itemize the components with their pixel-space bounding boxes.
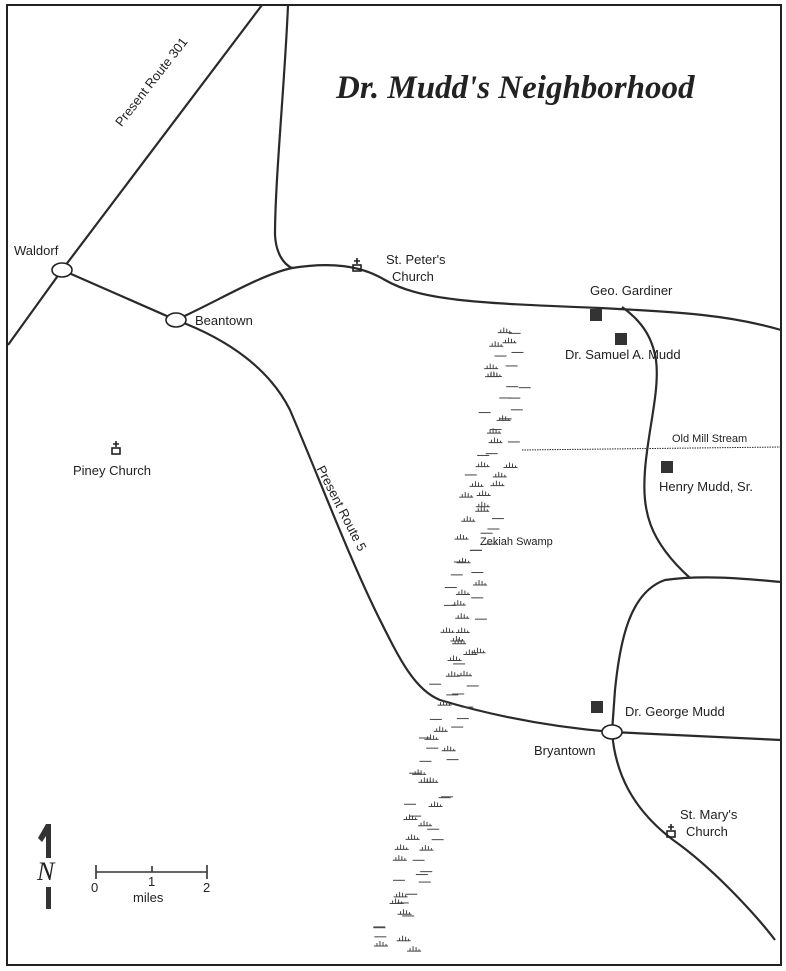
swamp-mark (489, 341, 504, 347)
swamp-mark (459, 492, 474, 498)
church-label-st-peters-2: Church (392, 269, 434, 284)
scale-tick-0: 0 (91, 880, 99, 895)
scale-bar (95, 865, 208, 879)
swamp-mark (403, 814, 418, 821)
map-border (6, 4, 782, 966)
church-label-st-marys-1: St. Mary's (680, 807, 738, 822)
swamp-mark (488, 437, 503, 444)
town-label-waldorf: Waldorf (14, 243, 59, 258)
church-icon (666, 824, 676, 838)
town-marker-beantown (165, 312, 187, 328)
swamp-mark (469, 481, 484, 487)
church-label-st-peters-1: St. Peter's (386, 252, 446, 267)
swamp-mark (455, 627, 470, 633)
mudd-road (621, 306, 691, 579)
swamp-mark (497, 327, 512, 334)
home-label-henry-mudd: Henry Mudd, Sr. (659, 479, 753, 494)
north-road (273, 4, 293, 270)
swamp-mark (441, 745, 456, 752)
swamp-mark (428, 801, 443, 808)
route-301 (7, 4, 263, 346)
swamp-mark (433, 726, 448, 732)
swamp-mark (473, 580, 488, 586)
swamp-mark (445, 671, 460, 677)
swamp-mark (502, 337, 517, 344)
st-marys-road (610, 731, 776, 941)
main-road (61, 264, 782, 332)
swamp-mark (455, 613, 470, 619)
swamp-mark (475, 501, 490, 508)
swamp-mark (394, 844, 409, 850)
swamp-mark (456, 557, 471, 564)
swamp-mark (475, 506, 490, 512)
swamp-mark (492, 471, 507, 478)
scale-unit: miles (133, 890, 164, 905)
church-icon (352, 258, 362, 272)
swamp-mark (424, 734, 439, 740)
swamp-mark (437, 700, 452, 706)
scale-tick-1: 1 (148, 874, 156, 889)
town-marker-waldorf (51, 262, 73, 278)
swamp-mark (487, 371, 502, 378)
swamp-mark (463, 649, 478, 655)
home-label-samuel-mudd: Dr. Samuel A. Mudd (565, 347, 681, 362)
swamp-mark (373, 941, 388, 947)
north-label: N (37, 857, 55, 886)
town-marker-bryantown (601, 724, 623, 740)
town-label-beantown: Beantown (195, 313, 253, 328)
home-label-gardiner: Geo. Gardiner (590, 283, 673, 298)
swamp-mark (450, 635, 465, 642)
old-mill-stream (521, 446, 782, 451)
town-label-bryantown: Bryantown (534, 743, 596, 758)
zekiah-swamp-marks (373, 327, 531, 952)
route-5 (175, 318, 782, 742)
church-label-piney: Piney Church (73, 463, 152, 478)
swamp-mark (405, 834, 420, 840)
home-marker-george-mudd (591, 701, 603, 713)
swamp-mark (407, 946, 422, 952)
home-marker-henry-mudd (661, 461, 673, 473)
map-title: Dr. Mudd's Neighborhood (336, 70, 695, 106)
swamp-mark (440, 627, 455, 633)
stream-label: Old Mill Stream (672, 433, 748, 445)
swamp-mark (487, 428, 502, 434)
swamp-mark (503, 462, 518, 469)
swamp-mark (454, 534, 469, 540)
swamp-mark (490, 480, 505, 487)
swamp-mark (496, 415, 511, 421)
church-icon (111, 441, 121, 455)
swamp-mark (396, 935, 411, 942)
home-marker-gardiner (590, 309, 602, 321)
swamp-mark (471, 647, 486, 654)
east-road (610, 576, 782, 733)
swamp-mark (455, 589, 470, 595)
swamp-mark (424, 777, 439, 783)
church-label-st-marys-2: Church (686, 824, 728, 839)
swamp-mark (458, 670, 473, 677)
swamp-label: Zekiah Swamp (480, 536, 553, 548)
swamp-mark (447, 655, 462, 661)
scale-tick-2: 2 (203, 880, 211, 895)
swamp-mark (476, 490, 491, 497)
north-arrow (38, 824, 51, 909)
swamp-mark (389, 898, 404, 904)
swamp-mark (392, 855, 407, 861)
swamp-mark (419, 845, 434, 851)
swamp-mark (451, 600, 466, 606)
swamp-mark (461, 516, 476, 522)
home-marker-samuel-mudd (615, 333, 627, 345)
swamp-mark (475, 461, 490, 468)
home-label-george-mudd: Dr. George Mudd (625, 704, 725, 719)
swamp-mark (393, 891, 408, 898)
swamp-mark (397, 909, 412, 915)
swamp-mark (418, 820, 433, 827)
swamp-mark (484, 363, 499, 370)
